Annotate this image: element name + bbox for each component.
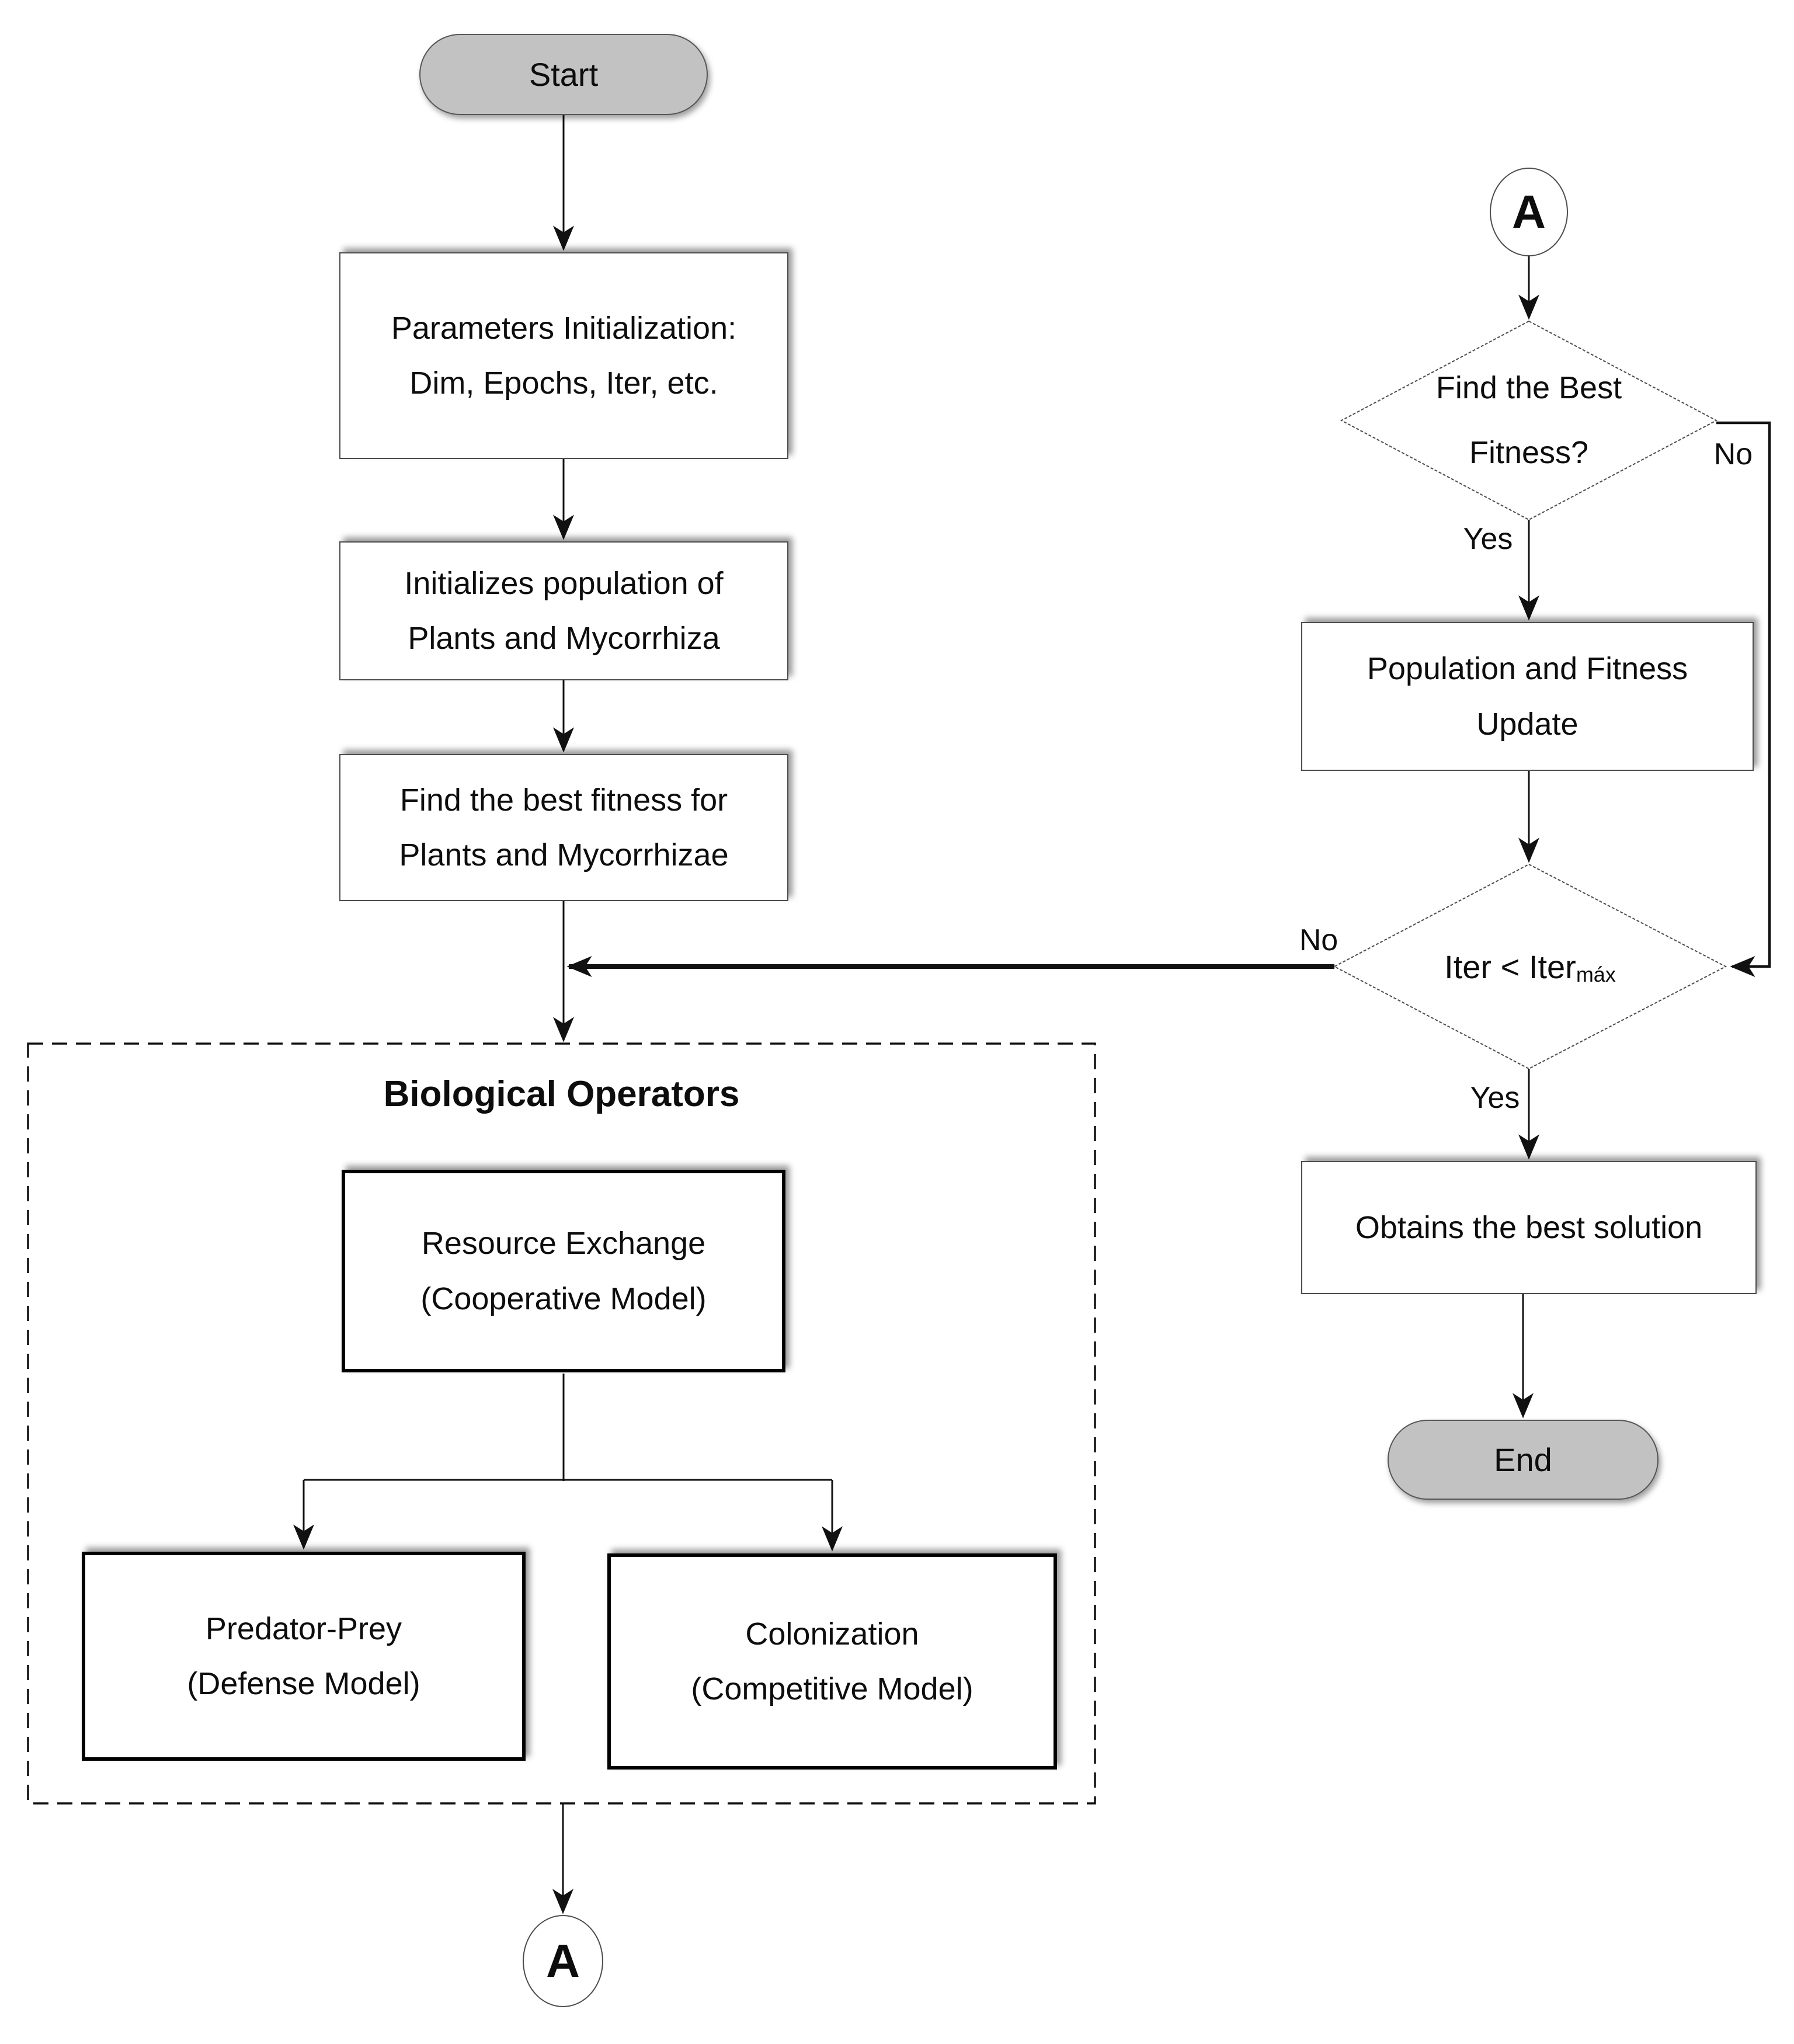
connector-a-bottom: A xyxy=(523,1916,603,2007)
find-best-fitness-node: Find the best fitness for Plants and Myc… xyxy=(339,754,788,901)
start-label: Start xyxy=(529,56,599,93)
iter-decision-shape xyxy=(1333,863,1727,1070)
connector-a-top-label: A xyxy=(1512,186,1546,238)
best-fitness-decision-shape xyxy=(1340,320,1718,521)
iter-no-text: No xyxy=(1299,923,1338,957)
colonization-line2: (Competitive Model) xyxy=(691,1671,974,1706)
end-node: End xyxy=(1388,1420,1659,1500)
connector-a-top: A xyxy=(1490,168,1567,256)
colonization-line1: Colonization xyxy=(745,1616,919,1652)
best-fitness-no-label: No xyxy=(1687,437,1780,472)
resource-exchange-line2: (Cooperative Model) xyxy=(420,1281,707,1316)
colonization-node: Colonization (Competitive Model) xyxy=(607,1553,1057,1770)
iter-yes-text: Yes xyxy=(1470,1081,1520,1115)
parameters-line1: Parameters Initialization: xyxy=(391,310,737,346)
best-fitness-line1: Find the Best xyxy=(1435,370,1622,406)
end-label: End xyxy=(1494,1441,1552,1478)
start-node: Start xyxy=(419,34,708,115)
find-fitness-line1: Find the best fitness for xyxy=(399,782,728,818)
best-fitness-no-text: No xyxy=(1713,437,1753,471)
biological-operators-title: Biological Operators xyxy=(28,1073,1095,1126)
population-fitness-update-node: Population and Fitness Update xyxy=(1301,622,1754,771)
obtains-best-label: Obtains the best solution xyxy=(1355,1209,1703,1245)
connector-a-bottom-label: A xyxy=(546,1935,580,1987)
iter-yes-label: Yes xyxy=(1448,1080,1542,1115)
iter-decision-main: Iter < Iter xyxy=(1444,948,1576,985)
initializes-line2: Plants and Mycorrhiza xyxy=(408,621,720,656)
initializes-population-node: Initializes population of Plants and Myc… xyxy=(339,541,788,680)
initializes-line1: Initializes population of xyxy=(404,565,724,601)
connector-a-top-shape xyxy=(1490,168,1568,256)
best-fitness-yes-text: Yes xyxy=(1463,522,1513,556)
connector-a-bottom-shape xyxy=(523,1915,603,2007)
predator-prey-line1: Predator-Prey xyxy=(205,1611,402,1646)
biological-operators-title-text: Biological Operators xyxy=(383,1074,740,1114)
resource-exchange-node: Resource Exchange (Cooperative Model) xyxy=(342,1170,785,1372)
population-update-line1: Population and Fitness xyxy=(1367,651,1688,686)
best-fitness-yes-label: Yes xyxy=(1441,522,1535,557)
best-fitness-decision-label: Find the Best Fitness? xyxy=(1354,345,1704,496)
population-update-line2: Update xyxy=(1476,706,1579,742)
parameters-line2: Dim, Epochs, Iter, etc. xyxy=(409,366,718,401)
edge-decision-no-loop xyxy=(1716,421,1771,977)
resource-exchange-line1: Resource Exchange xyxy=(421,1226,706,1261)
obtains-best-solution-node: Obtains the best solution xyxy=(1301,1161,1757,1294)
predator-prey-line2: (Defense Model) xyxy=(187,1666,420,1701)
iter-no-label: No xyxy=(1272,923,1365,958)
iter-decision-subscript: máx xyxy=(1576,962,1616,986)
biological-operators-group-border xyxy=(27,1042,1096,1805)
parameters-initialization-node: Parameters Initialization: Dim, Epochs, … xyxy=(339,252,788,459)
find-fitness-line2: Plants and Mycorrhizae xyxy=(399,837,729,872)
predator-prey-node: Predator-Prey (Defense Model) xyxy=(82,1552,526,1761)
best-fitness-line2: Fitness? xyxy=(1469,435,1589,470)
